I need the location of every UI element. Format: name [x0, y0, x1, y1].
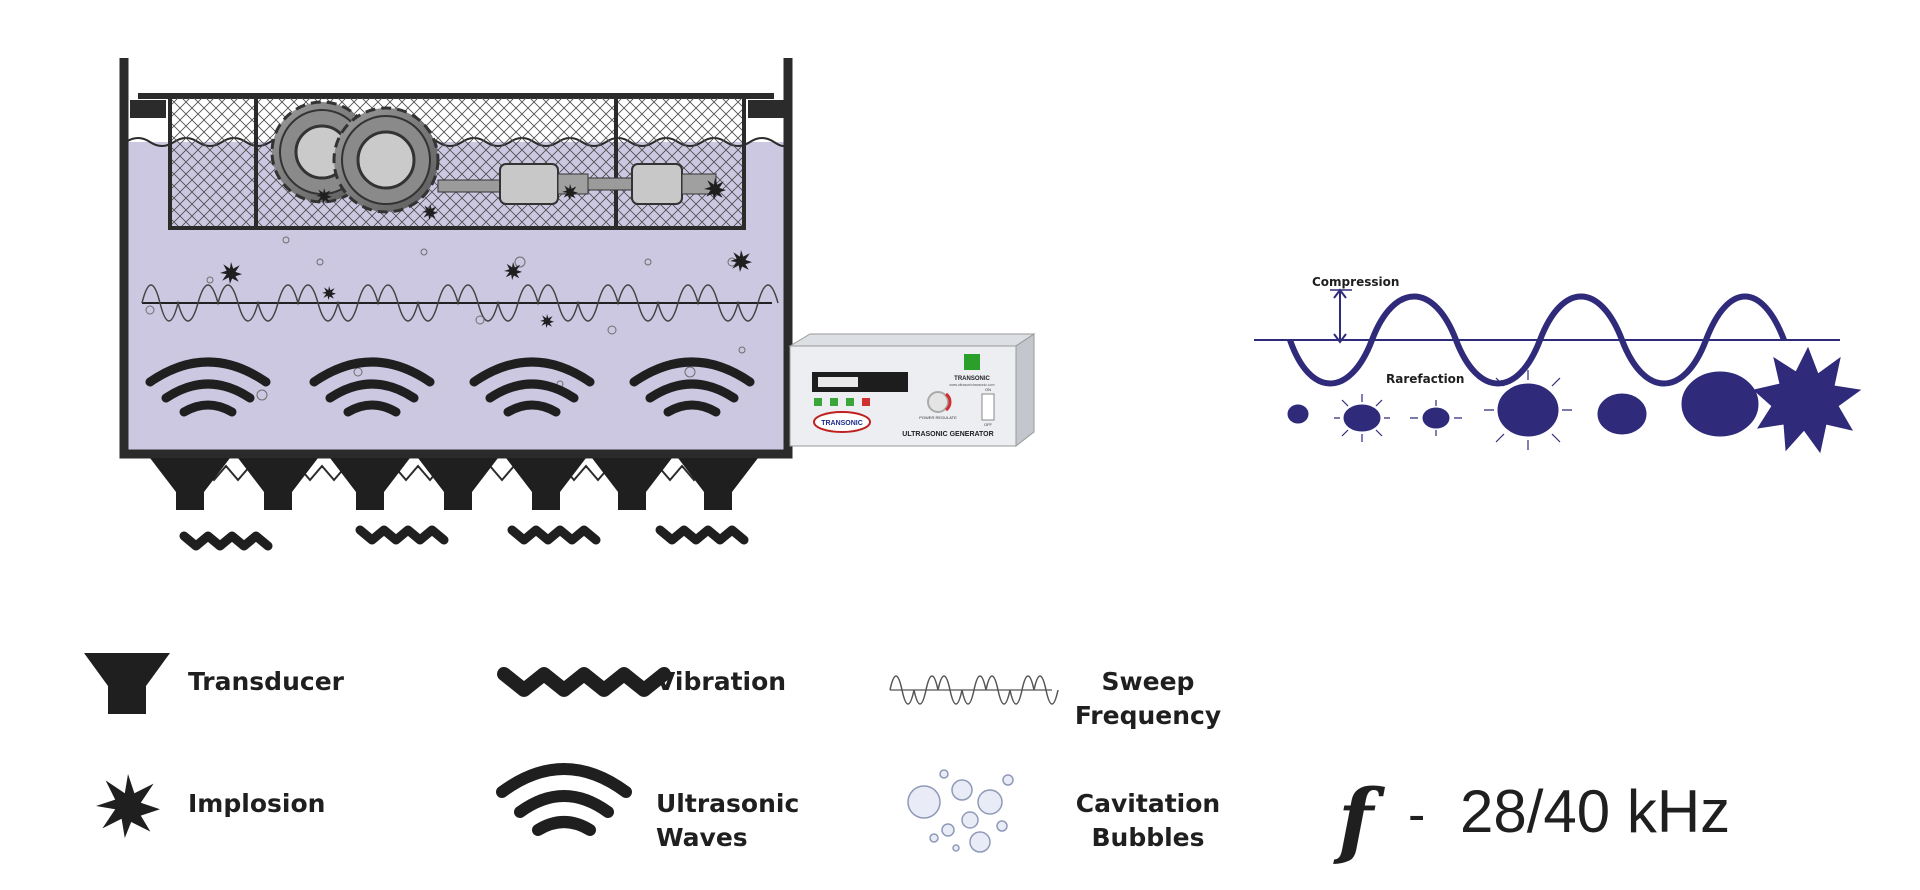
generator-display-segment — [818, 377, 858, 387]
tank-transducers — [150, 458, 758, 510]
generator-brand-sub: www.ultrasonictransonic.com — [949, 383, 994, 387]
mesh-basket — [168, 94, 746, 230]
knob-indicator — [944, 392, 952, 412]
switch-on-label: ON — [985, 387, 991, 392]
bubble-stage-2 — [1334, 394, 1390, 442]
legend-sweep-frequency-icon — [889, 675, 1059, 705]
frequency-dash: - — [1408, 786, 1425, 844]
cavitation-wave-diagram: Compression Rarefaction — [1254, 275, 1862, 454]
knob-label: POWER REGULATE — [919, 415, 957, 420]
legend-ultrasonic-label-1: Ultrasonic — [656, 789, 799, 818]
rarefaction-label: Rarefaction — [1386, 372, 1464, 386]
legend-vibration-icon — [497, 667, 671, 697]
ultrasonic-generator: TRANSONIC TRANSONIC www.ultrasonictranso… — [788, 333, 1036, 448]
pressure-wave — [1287, 293, 1787, 387]
generator-title: ULTRASONIC GENERATOR — [902, 431, 993, 438]
generator-top — [788, 333, 1036, 347]
legend-vibration-label: Vibration — [656, 667, 786, 696]
tank-ultrasonic-waves — [145, 357, 755, 417]
generator-logo — [813, 411, 871, 433]
bubble-implosion — [1752, 346, 1862, 454]
legend: Transducer Vibration Sweep Frequency Imp… — [84, 653, 1730, 868]
bubble-stage-6 — [1681, 371, 1759, 437]
legend-sweep-label-1: Sweep — [1102, 667, 1195, 696]
legend-transducer-label: Transducer — [188, 667, 345, 696]
bubble-stage-4 — [1484, 370, 1572, 450]
legend-cavitation-label-2: Bubbles — [1091, 823, 1204, 852]
legend-cavitation-bubbles-icon — [907, 769, 1014, 853]
generator-brand: TRANSONIC — [954, 376, 990, 382]
generator-brand-mark — [964, 354, 980, 370]
frequency-symbol: f — [1333, 772, 1385, 868]
frequency-value: 28/40 kHz — [1460, 778, 1730, 845]
compression-label: Compression — [1312, 275, 1399, 289]
legend-sweep-label-2: Frequency — [1075, 701, 1221, 730]
generator-logo-text: TRANSONIC — [821, 420, 863, 427]
shaft-part-1 — [437, 163, 589, 205]
bubble-sequence — [1287, 346, 1862, 454]
tank-walls — [119, 58, 793, 459]
cleaning-tank — [119, 58, 793, 551]
tank-vibrations — [179, 525, 749, 551]
legend-ultrasonic-label-2: Waves — [656, 823, 748, 852]
legend-ultrasonic-waves-icon — [496, 763, 632, 836]
legend-cavitation-label-1: Cavitation — [1076, 789, 1220, 818]
generator-buttons — [814, 398, 870, 406]
gear-part-2 — [332, 106, 440, 214]
bubble-stage-3 — [1410, 400, 1462, 436]
basket-handle-left — [130, 100, 166, 118]
generator-side — [1015, 333, 1035, 448]
legend-implosion-label: Implosion — [188, 789, 325, 818]
basket-handle-right — [748, 100, 784, 118]
tank-bubbles — [145, 236, 746, 401]
bubble-stage-1 — [1287, 404, 1309, 424]
bubble-stage-5 — [1597, 393, 1647, 435]
legend-implosion-icon — [96, 774, 160, 838]
tank-sweep-wave — [141, 284, 779, 322]
legend-transducer-icon — [84, 653, 170, 714]
power-switch — [981, 393, 995, 421]
switch-off-label: OFF — [984, 422, 993, 427]
power-regulate-knob — [927, 391, 949, 413]
